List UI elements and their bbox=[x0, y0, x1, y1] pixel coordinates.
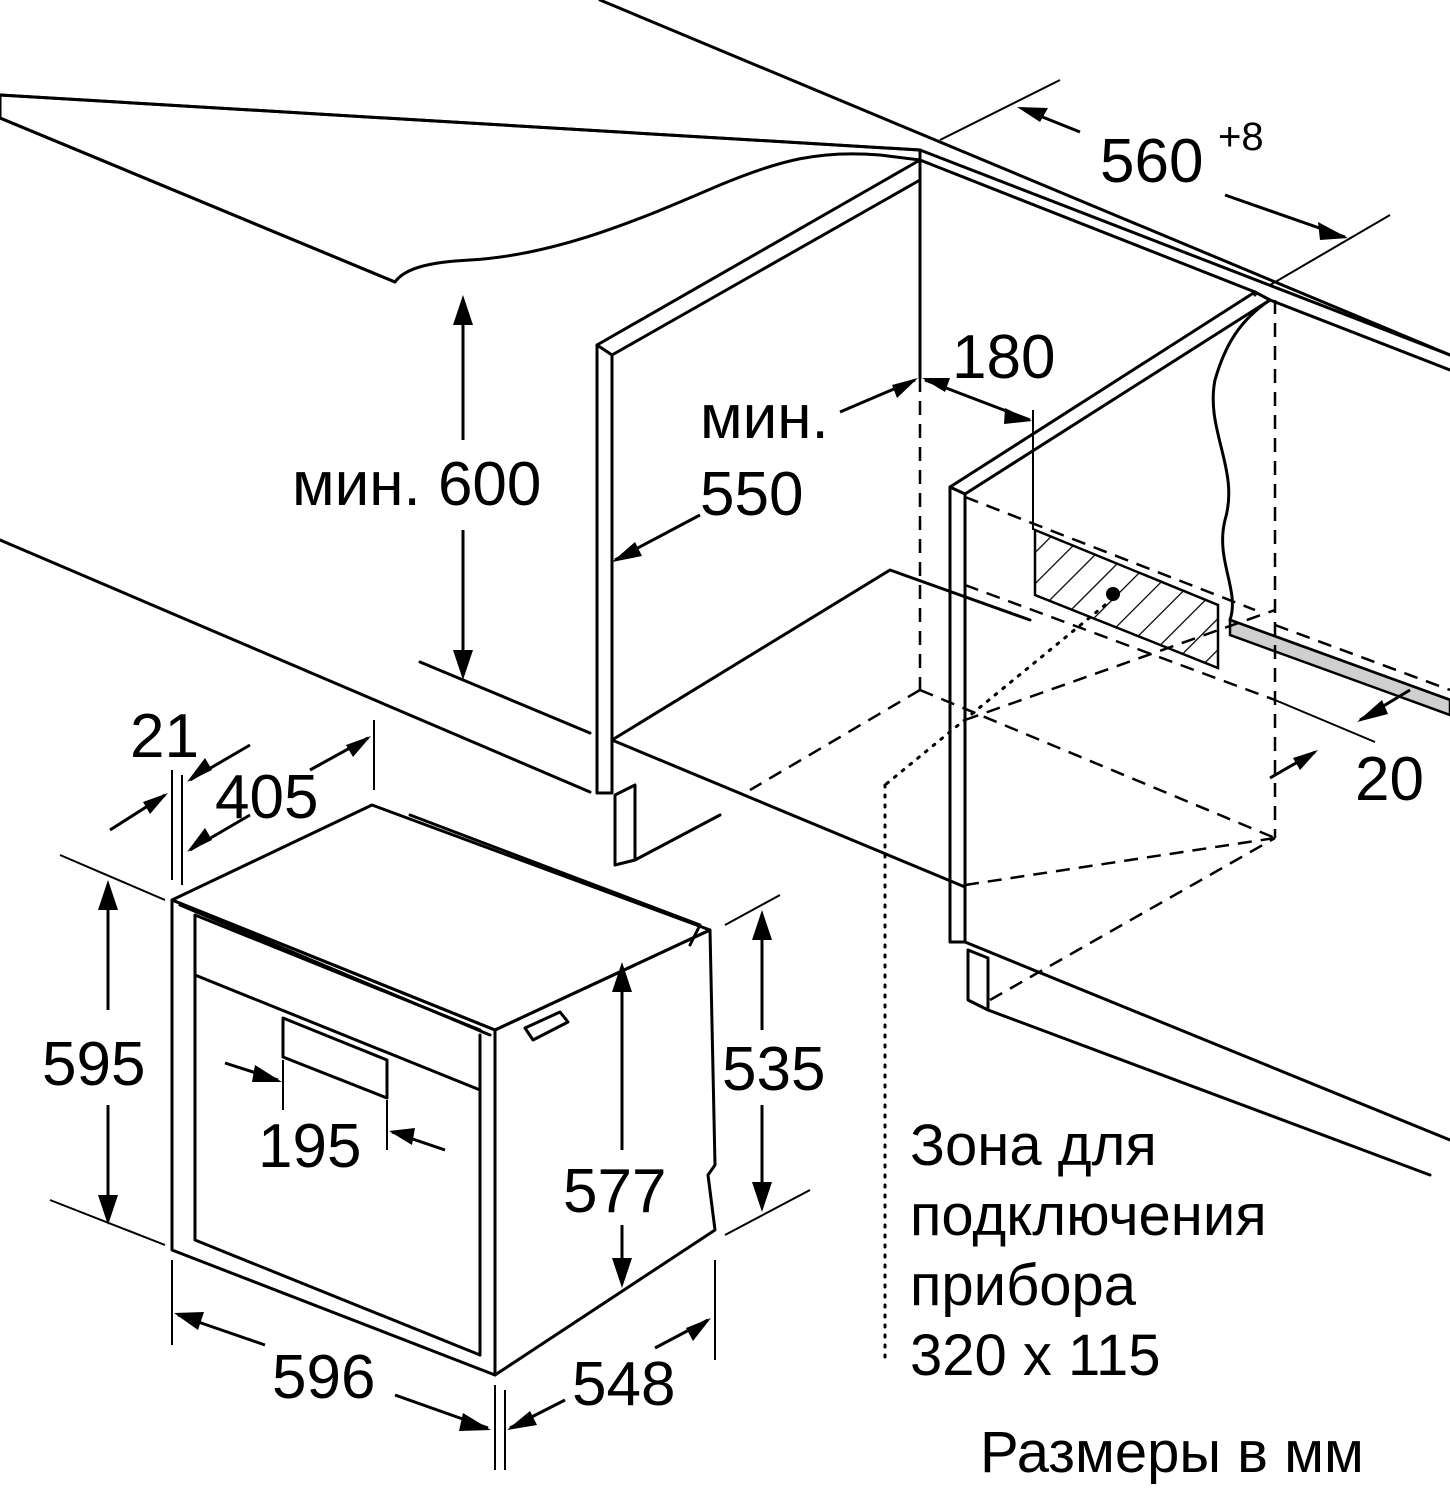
appliance-depth-label: 548 bbox=[572, 1350, 675, 1419]
min-depth-value: 550 bbox=[700, 460, 803, 529]
connection-offset-label: 180 bbox=[952, 323, 1055, 392]
connection-zone-line3: прибора bbox=[910, 1253, 1137, 1318]
dimension-lines bbox=[49, 79, 1411, 1470]
min-depth-prefix: мин. bbox=[700, 383, 829, 452]
depth-top-label: 405 bbox=[215, 763, 318, 832]
countertop bbox=[0, 0, 1450, 357]
niche-width-tolerance: +8 bbox=[1218, 115, 1264, 159]
rear-gap-label: 20 bbox=[1355, 745, 1424, 814]
connection-zone-line1: Зона для bbox=[910, 1113, 1157, 1178]
connection-zone-line2: подключения bbox=[910, 1183, 1267, 1248]
niche-width-label: 560 bbox=[1100, 127, 1203, 196]
dimension-labels: 560 +8 180 мин. 550 мин. 600 20 21 405 5… bbox=[42, 115, 1424, 1419]
min-height-label: мин. 600 bbox=[292, 450, 541, 519]
appliance-height-label: 595 bbox=[42, 1030, 145, 1099]
oven-appliance bbox=[170, 803, 717, 1377]
connection-zone-line4: 320 x 115 bbox=[910, 1323, 1160, 1388]
appliance-width-label: 596 bbox=[272, 1343, 375, 1412]
inner-height-label: 577 bbox=[563, 1157, 666, 1226]
units-note: Размеры в мм bbox=[980, 1420, 1364, 1485]
handle-offset-label: 195 bbox=[258, 1112, 361, 1181]
body-height-label: 535 bbox=[722, 1035, 825, 1104]
cabinet-carcass bbox=[0, 148, 1450, 1362]
connection-zone-note: Зона для подключения прибора 320 x 115 bbox=[910, 1113, 1267, 1388]
panel-thickness-label: 21 bbox=[130, 702, 199, 771]
